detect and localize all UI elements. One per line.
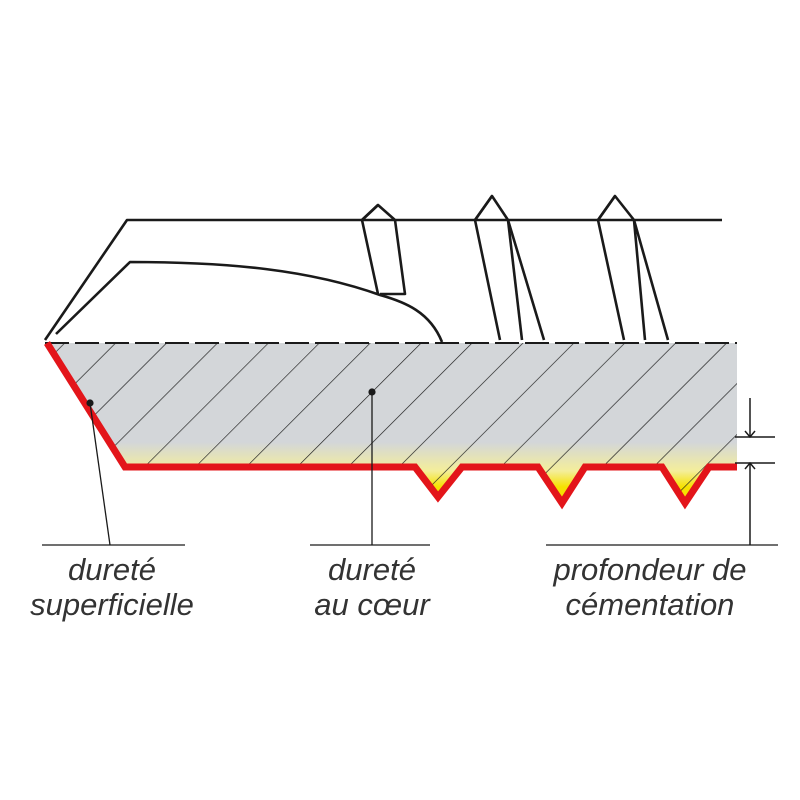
hardened-surface-edge (44, 341, 737, 510)
leader-dot-core (368, 388, 376, 396)
leader-dot-surface (86, 399, 94, 407)
section-hatching (47, 343, 737, 503)
label-surface-hardness-line1: dureté (68, 552, 156, 587)
gear-outline (43, 194, 722, 343)
label-core-hardness-line1: dureté (328, 552, 416, 587)
label-core-hardness-line2: au cœur (314, 587, 431, 622)
label-case-depth-line1: profondeur de (552, 552, 746, 587)
label-case-depth-line2: cémentation (566, 587, 735, 622)
case-depth-dimension (735, 398, 775, 545)
label-surface-hardness-line2: superficielle (30, 587, 194, 622)
leader-surface-hardness (42, 402, 185, 546)
leader-core-hardness (310, 392, 430, 546)
